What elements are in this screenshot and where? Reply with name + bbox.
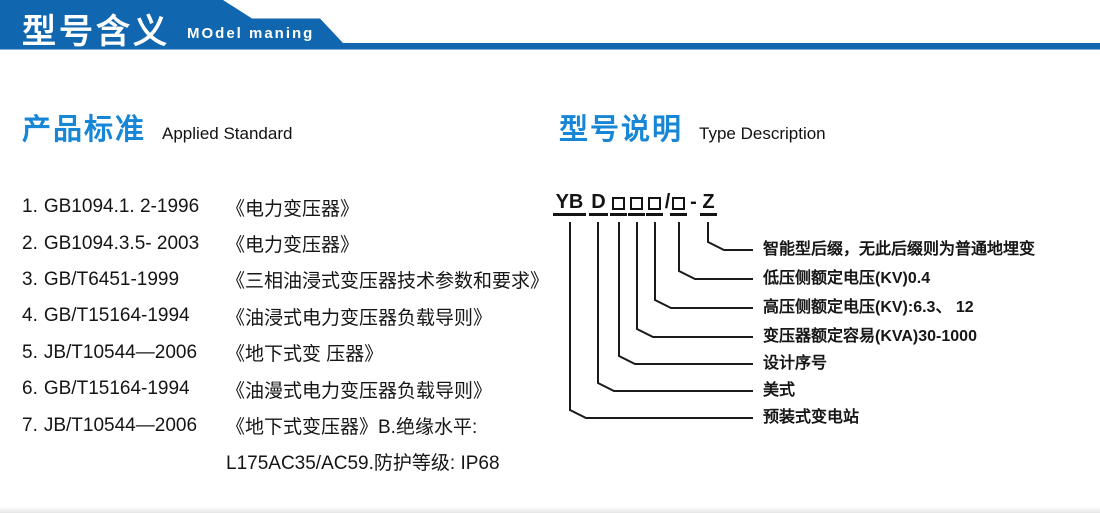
standard-code: GB/T15164-1994: [43, 305, 190, 327]
standard-code: GB1094.1. 2-1996: [43, 196, 200, 218]
standard-number: 5.: [22, 341, 38, 363]
standard-item: 1.GB1094.1. 2-1996 《电力变压器》: [22, 189, 567, 225]
placeholder-box-icon: [672, 197, 685, 210]
standard-code: JB/T10544—2006: [43, 414, 198, 436]
standard-title: 《电力变压器》: [226, 198, 360, 220]
standard-title: 《三相油浸式变压器技术参数和要求》: [226, 271, 550, 293]
standard-item: 7.JB/T10544—2006 《地下式变压器》B.绝缘水平:: [22, 407, 567, 443]
placeholder-box-icon: [648, 197, 661, 210]
banner-subtitle: MOdel maning: [187, 25, 315, 42]
code-slash: /: [664, 191, 671, 213]
model-label-american-style: 美式: [763, 382, 796, 399]
code-segment-box-3: [646, 193, 663, 216]
standard-number: 4.: [22, 305, 38, 327]
placeholder-box-icon: [630, 197, 643, 210]
code-segment-box-2: [628, 193, 645, 216]
standard-number: 3.: [22, 268, 38, 290]
type-description-heading-en: Type Description: [699, 124, 826, 143]
code-segment-d: D: [589, 192, 608, 216]
standard-code: GB/T15164-1994: [43, 378, 190, 400]
standard-continuation-text: L175AC35/AC59.防护等级: IP68: [226, 453, 500, 475]
standard-number: 1.: [22, 196, 38, 218]
standard-number: 7.: [22, 414, 38, 436]
model-label-hv-voltage: 高压侧额定电压(KV):6.3、 12: [763, 299, 974, 316]
standard-title: 《电力变压器》: [226, 235, 360, 257]
standard-number: 6.: [22, 378, 38, 400]
code-segment-box-4: [670, 193, 687, 216]
model-label-prefab-substation: 预装式变电站: [763, 409, 860, 426]
model-label-rated-capacity: 变压器额定容易(KVA)30-1000: [763, 328, 977, 345]
standard-title: 《地下式变压器》B.绝缘水平:: [226, 417, 478, 439]
standard-item: 3.GB/T6451-1999 《三相油浸式变压器技术参数和要求》: [22, 262, 567, 298]
banner-title: 型号含义: [22, 13, 170, 51]
standard-code: GB1094.3.5- 2003: [43, 232, 200, 254]
page-bottom-shadow: [0, 507, 1100, 513]
code-segment-z: Z: [700, 192, 717, 216]
standards-list: 1.GB1094.1. 2-1996 《电力变压器》 2.GB1094.3.5-…: [22, 189, 567, 480]
standard-item: 5.JB/T10544—2006 《地下式变 压器》: [22, 335, 567, 371]
model-label-lv-voltage: 低压侧额定电压(KV)0.4: [763, 270, 931, 287]
standard-code: GB/T6451-1999: [43, 268, 180, 290]
banner-shape: [0, 0, 1100, 50]
code-segment-box-1: [610, 193, 627, 216]
code-dash: -: [690, 191, 697, 213]
type-description-heading: 型号说明 Type Description: [559, 106, 826, 148]
standard-number: 2.: [22, 232, 38, 254]
applied-standard-heading-zh: 产品标准: [22, 114, 147, 146]
placeholder-box-icon: [612, 197, 625, 210]
standard-item: 6.GB/T15164-1994 《油漫式电力变压器负载导则》: [22, 371, 567, 407]
type-description-heading-zh: 型号说明: [559, 114, 684, 146]
applied-standard-heading: 产品标准 Applied Standard: [22, 106, 292, 148]
standard-item: 2.GB1094.3.5- 2003 《电力变压器》: [22, 225, 567, 261]
applied-standard-heading-en: Applied Standard: [162, 124, 293, 143]
standard-title: 《地下式变 压器》: [226, 344, 384, 366]
standard-item-continuation: L175AC35/AC59.防护等级: IP68: [22, 444, 567, 480]
standard-code: JB/T10544—2006: [43, 341, 198, 363]
model-label-design-serial: 设计序号: [763, 355, 828, 372]
code-segment-yb: YB: [553, 192, 586, 216]
standard-item: 4.GB/T15164-1994 《油浸式电力变压器负载导则》: [22, 298, 567, 334]
standard-title: 《油漫式电力变压器负载导则》: [226, 380, 493, 402]
model-label-smart-suffix: 智能型后缀，无此后缀则为普通地埋变: [763, 241, 1036, 258]
standard-title: 《油浸式电力变压器负载导则》: [226, 307, 493, 329]
